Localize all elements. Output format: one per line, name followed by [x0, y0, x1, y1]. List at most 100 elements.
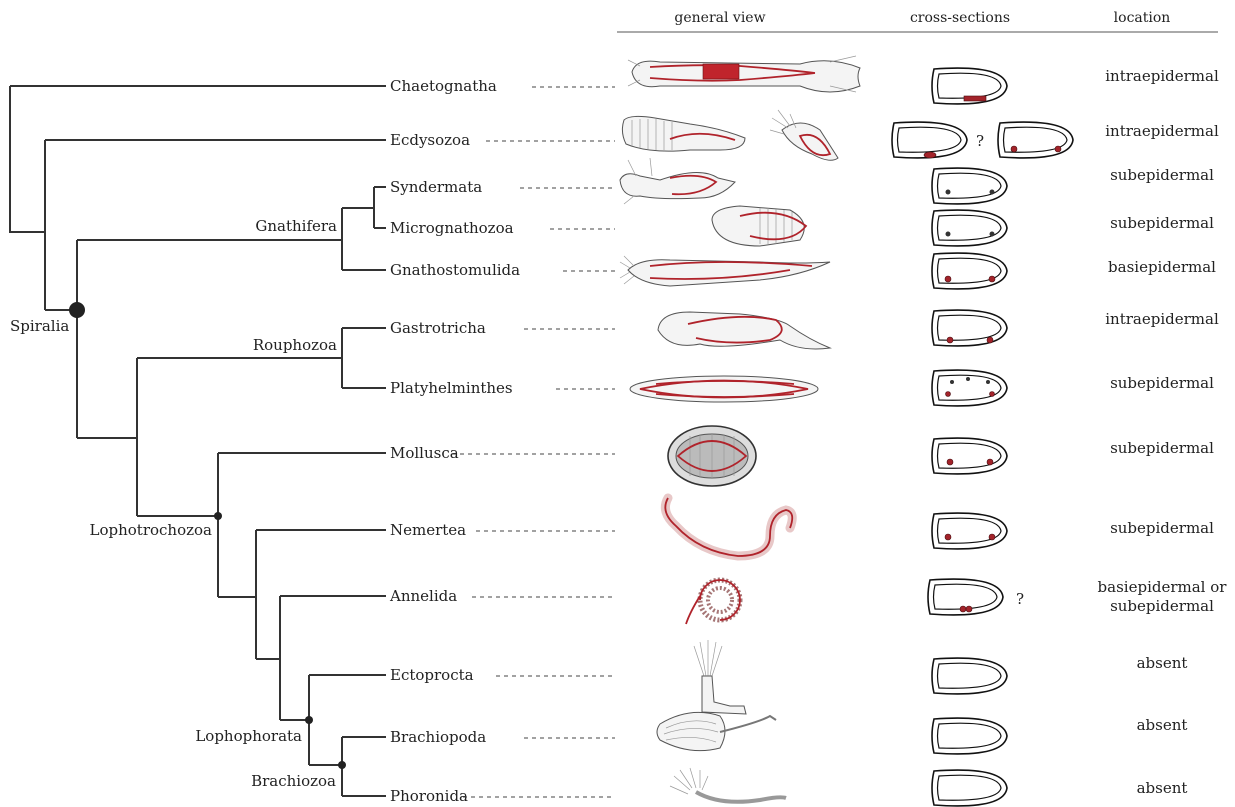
- question-mark-ecdysozoa: ?: [976, 132, 984, 150]
- ectoprocta-illustration: [694, 640, 746, 714]
- taxon-label: Phoronida: [390, 787, 468, 805]
- nerve-cord-mark: [990, 190, 995, 195]
- location-label: intraepidermal: [1105, 67, 1219, 85]
- nerve-cord-mark: [990, 232, 995, 237]
- syndermata-illustration: [620, 158, 735, 204]
- cross-section-syndermata: [932, 168, 1007, 204]
- platyhelminthes-illustration: [630, 376, 818, 402]
- node-label-brachiozoa: Brachiozoa: [251, 772, 336, 790]
- location-label: absent: [1137, 716, 1188, 734]
- location-column: intraepidermal intraepidermal subepiderm…: [1098, 67, 1228, 797]
- nerve-cord-mark: [987, 337, 993, 343]
- cross-section-ecdysozoa-a: [892, 122, 967, 158]
- taxon-label: Gastrotricha: [390, 319, 486, 337]
- cross-section-brachiopoda: [932, 718, 1007, 754]
- lophotrochozoa-node-dot: [214, 512, 222, 520]
- nerve-cord-mark: [986, 380, 990, 384]
- cross-section-gastrotricha: [932, 310, 1007, 346]
- nerve-cord-mark: [945, 534, 951, 540]
- cross-section-platyhelminthes: [932, 370, 1007, 406]
- taxon-label: Brachiopoda: [390, 728, 486, 746]
- location-label: basiepidermal or: [1098, 578, 1228, 596]
- taxon-label: Micrognathozoa: [390, 219, 514, 237]
- nerve-cord-mark: [1011, 146, 1017, 152]
- general-view-illustrations: [620, 56, 860, 802]
- header-cross-sections: cross-sections: [910, 10, 1010, 26]
- micrognathozoa-illustration: [712, 206, 806, 246]
- nerve-cord-mark: [989, 276, 995, 282]
- gnathostomulida-illustration: [620, 256, 830, 286]
- cross-section-phoronida: [932, 770, 1007, 806]
- cross-section-micrognathozoa: [932, 210, 1007, 246]
- nerve-cord-mark: [947, 337, 953, 343]
- nerve-cord-mark: [946, 190, 951, 195]
- location-label: absent: [1137, 654, 1188, 672]
- location-label: subepidermal: [1110, 214, 1214, 232]
- nerve-cord-mark: [946, 232, 951, 237]
- location-label: subepidermal: [1110, 374, 1214, 392]
- location-label: absent: [1137, 779, 1188, 797]
- nemertea-illustration: [665, 498, 792, 556]
- cross-section-gnathostomulida: [932, 253, 1007, 289]
- spiralia-node-dot: [69, 302, 85, 318]
- location-label: subepidermal: [1110, 166, 1214, 184]
- nerve-cord-mark: [1055, 146, 1061, 152]
- chaetognatha-illustration: [628, 56, 860, 92]
- annelida-illustration: [686, 580, 740, 624]
- cross-section-chaetognatha: [932, 68, 1007, 104]
- taxon-label: Annelida: [389, 587, 457, 605]
- header-general-view: general view: [674, 10, 765, 26]
- nerve-cord-mark: [945, 276, 951, 282]
- nerve-cord-mark: [964, 96, 986, 101]
- cross-section-mollusca: [932, 438, 1007, 474]
- location-label: subepidermal: [1110, 519, 1214, 537]
- branch-root: [10, 86, 45, 232]
- node-label-spiralia: Spiralia: [10, 317, 69, 335]
- taxon-label: Gnathostomulida: [390, 261, 520, 279]
- phoronida-illustration: [670, 768, 786, 802]
- nerve-cord-mark: [960, 606, 966, 612]
- cross-section-ectoprocta: [932, 658, 1007, 694]
- mollusca-illustration: [668, 426, 756, 486]
- location-label: basiepidermal: [1108, 258, 1216, 276]
- question-mark-annelida: ?: [1016, 590, 1024, 608]
- node-label-lophophorata: Lophophorata: [195, 727, 302, 745]
- cross-sections: ?: [892, 68, 1073, 806]
- ecdysozoa-illustration: [622, 110, 838, 160]
- nerve-cord-mark: [987, 459, 993, 465]
- nerve-cord-mark: [966, 606, 972, 612]
- taxon-label: Syndermata: [390, 178, 482, 196]
- cross-section-ecdysozoa-b: [998, 122, 1073, 158]
- cross-section-nemertea: [932, 513, 1007, 549]
- taxon-label: Platyhelminthes: [390, 379, 513, 397]
- cross-section-annelida: [928, 579, 1003, 615]
- taxon-label: Mollusca: [390, 444, 459, 462]
- brachiozoa-node-dot: [338, 761, 346, 769]
- brachiopoda-illustration: [657, 712, 776, 750]
- nerve-cord-mark: [947, 459, 953, 465]
- nerve-cord-mark: [946, 392, 951, 397]
- gastrotricha-illustration: [658, 312, 830, 349]
- nerve-cord-mark: [966, 377, 970, 381]
- nerve-cord-mark: [950, 380, 954, 384]
- taxon-label: Ecdysozoa: [390, 131, 470, 149]
- node-label-rouphozoa: Rouphozoa: [253, 336, 337, 354]
- taxon-label: Chaetognatha: [390, 77, 497, 95]
- node-label-lophotrochozoa: Lophotrochozoa: [90, 521, 213, 539]
- node-label-gnathifera: Gnathifera: [255, 217, 337, 235]
- nerve-cord-mark: [924, 152, 936, 158]
- location-label: intraepidermal: [1105, 122, 1219, 140]
- nerve-cord-mark: [990, 392, 995, 397]
- lophophorata-node-dot: [305, 716, 313, 724]
- taxon-labels: Chaetognatha Ecdysozoa Syndermata Microg…: [389, 77, 615, 805]
- taxon-label: Ectoprocta: [390, 666, 474, 684]
- header-location: location: [1114, 10, 1171, 26]
- location-label: intraepidermal: [1105, 310, 1219, 328]
- phylogenetic-tree: [10, 86, 386, 796]
- nerve-cord-mark: [989, 534, 995, 540]
- location-label-line2: subepidermal: [1110, 597, 1214, 615]
- location-label: subepidermal: [1110, 439, 1214, 457]
- taxon-label: Nemertea: [390, 521, 466, 539]
